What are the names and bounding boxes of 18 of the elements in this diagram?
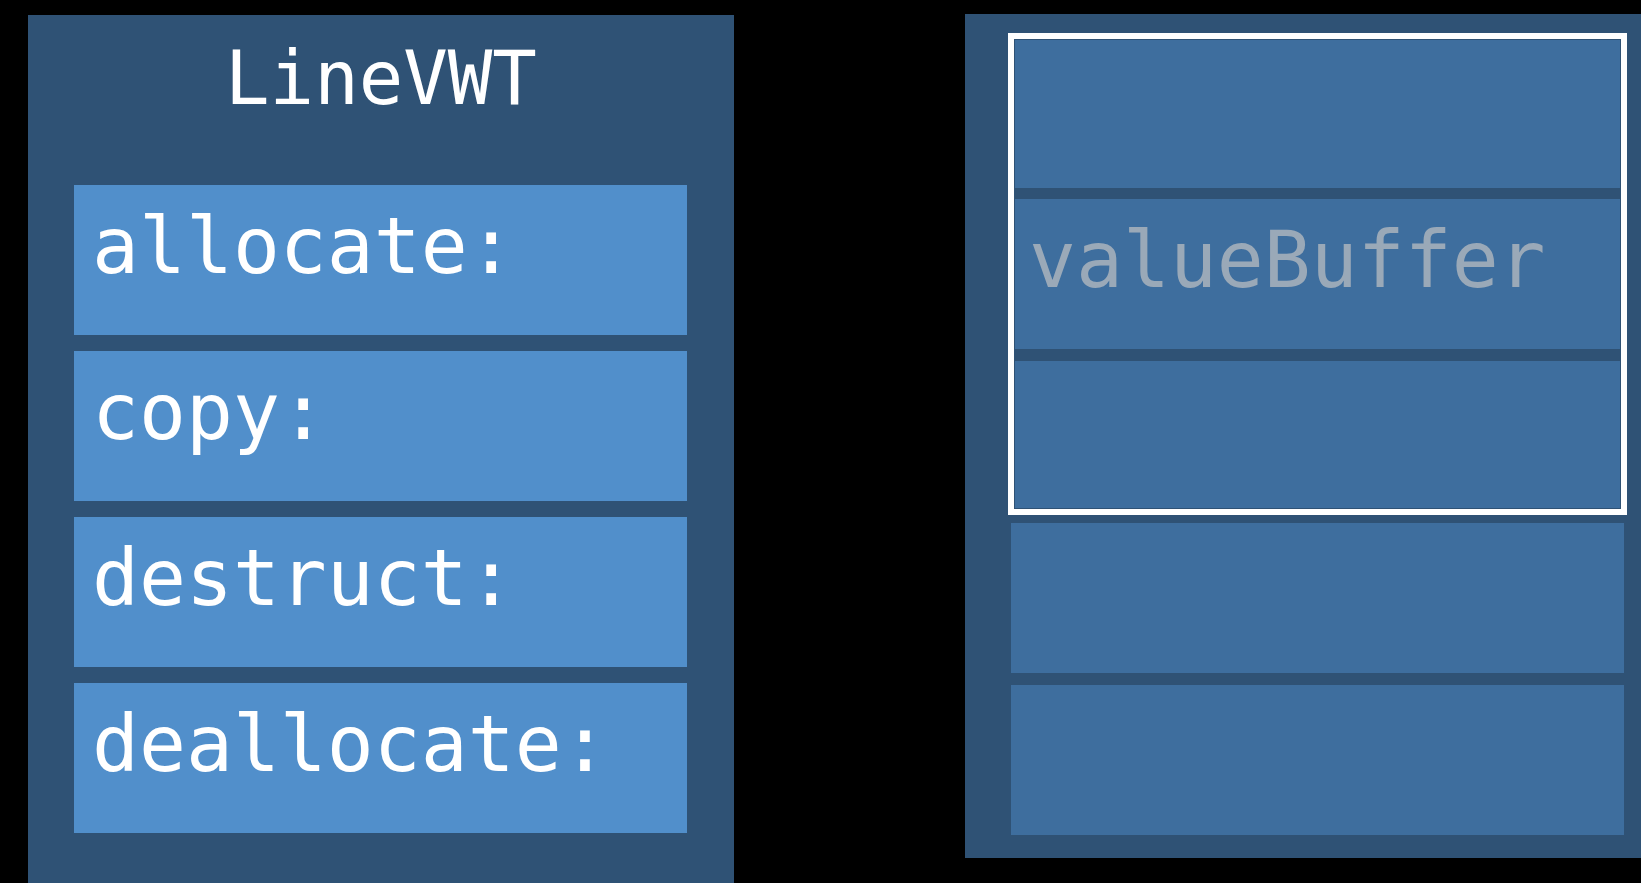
field-slot bbox=[74, 351, 687, 501]
buffer-slot bbox=[1015, 199, 1620, 349]
panel bbox=[28, 15, 734, 883]
field-slot bbox=[74, 517, 687, 667]
field-label: allocate: bbox=[92, 201, 515, 291]
buffer-slot bbox=[1015, 40, 1620, 188]
field-label: destruct: bbox=[92, 533, 515, 623]
buffer-slot bbox=[1011, 523, 1624, 673]
buffer-slot bbox=[1015, 361, 1620, 508]
field-label: copy: bbox=[92, 367, 327, 457]
field-slot bbox=[74, 683, 687, 833]
field-label: valueBuffer bbox=[1029, 215, 1546, 305]
panel bbox=[965, 14, 1641, 858]
buffer-slot bbox=[1011, 685, 1624, 835]
field-slot bbox=[74, 185, 687, 335]
highlight-frame bbox=[1008, 33, 1627, 515]
field-label: deallocate: bbox=[92, 699, 609, 789]
panel-title: LineVWT bbox=[224, 35, 538, 121]
